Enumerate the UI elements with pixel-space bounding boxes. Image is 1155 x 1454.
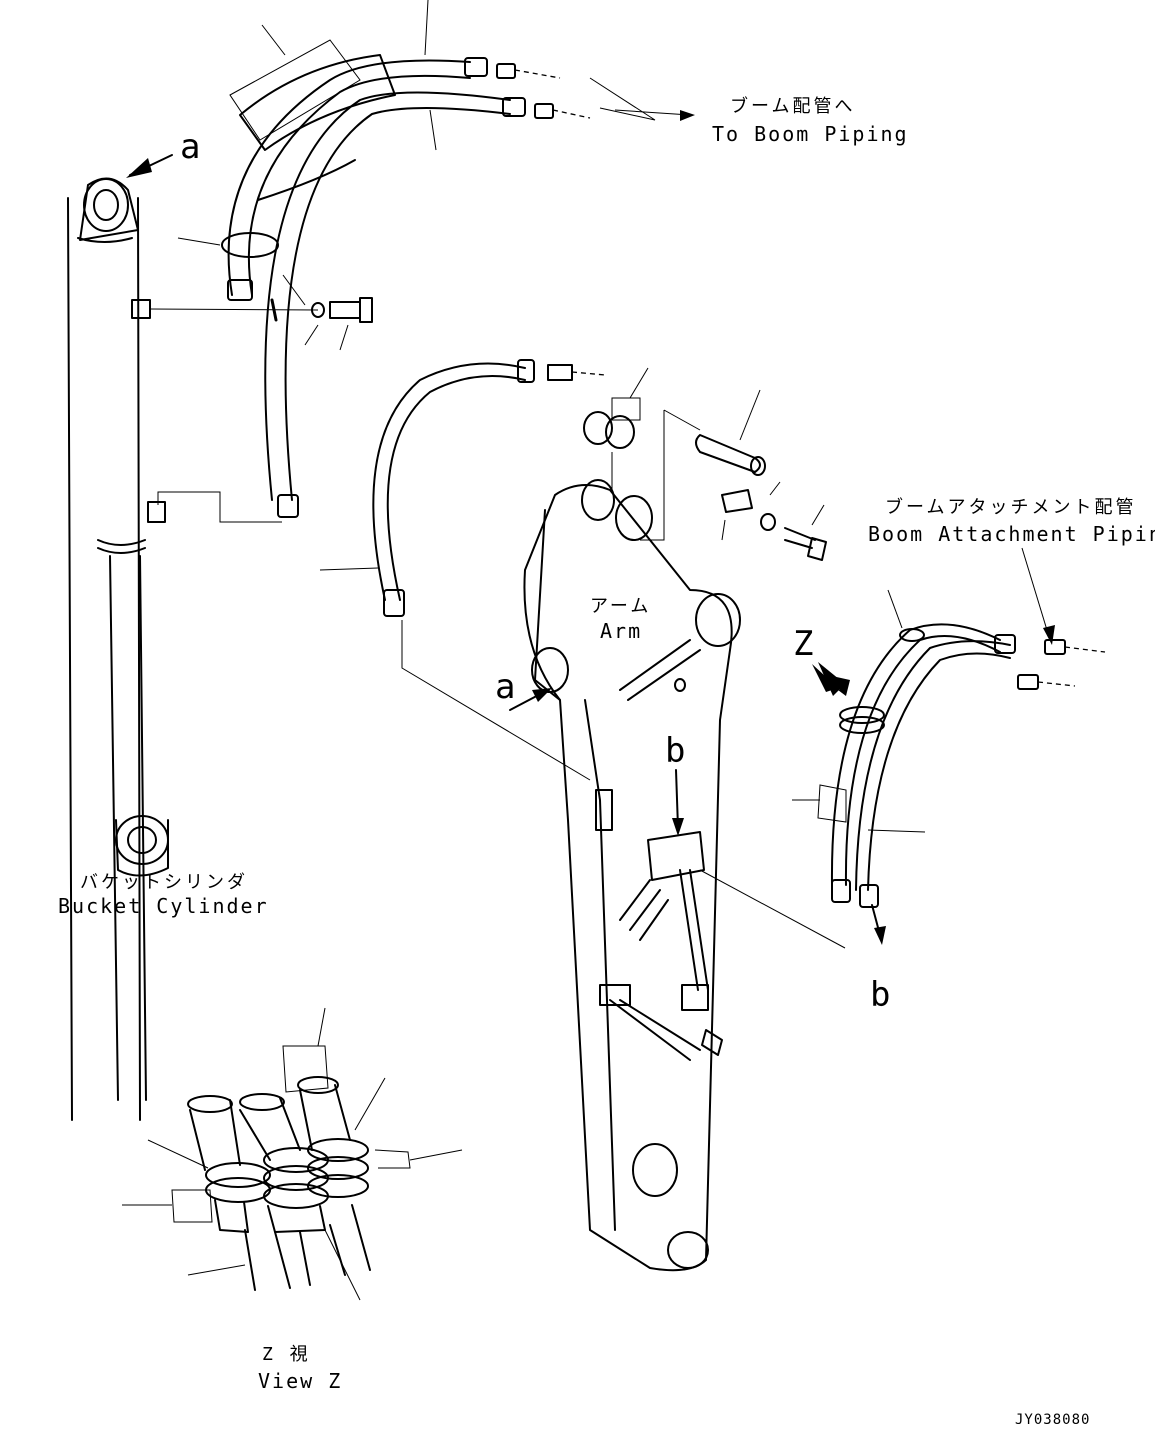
view-z-arrow: Z	[793, 624, 850, 696]
arm-label-en: Arm	[600, 619, 642, 643]
to-boom-piping-label-jp: ブーム配管へ	[730, 95, 855, 117]
reference-arrow-b-right: b	[870, 904, 890, 1015]
view-z-detail: Z 視 View Z	[122, 1007, 463, 1393]
ref-label-z: Z	[793, 624, 813, 664]
reference-arrow-a-top: a	[126, 127, 200, 178]
view-z-label-en: View Z	[258, 1369, 342, 1393]
drawing-code: JY038080	[1015, 1412, 1090, 1428]
ref-label-b-arm: b	[665, 731, 685, 771]
boom-attachment-label-jp: ブームアタッチメント配管	[885, 496, 1136, 518]
boom-attachment-label-en: Boom Attachment Piping	[868, 522, 1155, 546]
top-hose-assembly: ブーム配管へ To Boom Piping	[149, 0, 909, 523]
arm-label-jp: アーム	[590, 596, 651, 617]
arm-body: アーム Arm	[523, 479, 741, 1272]
bucket-cylinder-label-jp: バケットシリンダ	[80, 872, 248, 893]
arm-pin-hardware	[583, 367, 827, 561]
view-z-label-jp: Z 視	[262, 1344, 311, 1365]
reference-arrow-b-arm: b	[665, 731, 846, 949]
ref-label-a-top: a	[180, 127, 200, 167]
bucket-cylinder-label-en: Bucket Cylinder	[58, 894, 269, 918]
ref-label-b-right: b	[870, 975, 890, 1015]
ref-label-a-arm: a	[495, 667, 515, 707]
middle-hose	[319, 359, 606, 781]
reference-arrow-a-arm: a	[495, 667, 552, 711]
bucket-cylinder: バケットシリンダ Bucket Cylinder	[58, 177, 269, 1121]
boom-attachment-hoses: ブームアタッチメント配管 Boom Attachment Piping	[792, 496, 1155, 908]
to-boom-piping-label-en: To Boom Piping	[712, 122, 909, 146]
